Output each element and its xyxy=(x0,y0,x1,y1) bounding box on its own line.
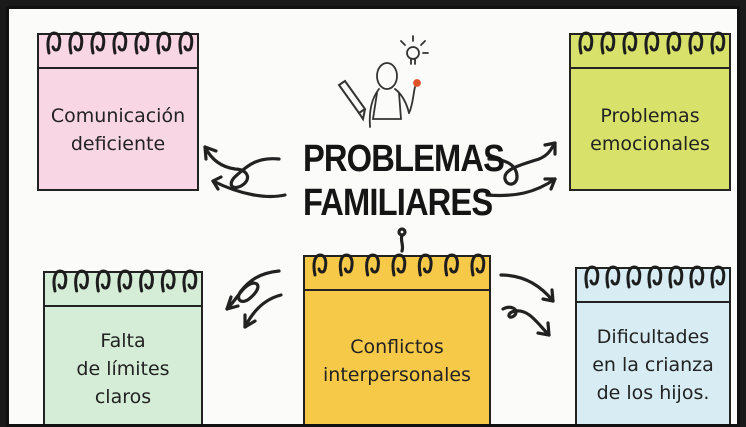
pencil-icon xyxy=(337,79,367,122)
spiral-ring xyxy=(68,31,84,55)
spiral-ring xyxy=(710,31,726,55)
mind-map-board: PROBLEMAS FAMILIARES Comunicación defici… xyxy=(6,6,740,427)
note-text: Problemas emocionales xyxy=(577,79,723,181)
spiral-ring xyxy=(365,253,380,277)
spiral-ring xyxy=(74,269,89,293)
note-emocionales: Problemas emocionales xyxy=(569,31,731,191)
note-text: Conflictos interpersonales xyxy=(311,301,483,421)
spiral-ring xyxy=(605,265,621,289)
note-header xyxy=(39,35,197,69)
spiral-ring xyxy=(90,31,106,55)
spiral-ring xyxy=(46,31,62,55)
spiral-ring xyxy=(647,265,663,289)
note-line: Falta xyxy=(100,330,146,352)
note-line: de límites xyxy=(76,358,170,380)
note-line: claros xyxy=(94,386,152,408)
note-header xyxy=(571,35,729,69)
note-text: Dificultades en la crianza de los hijos. xyxy=(583,313,723,417)
note-line: Conflictos xyxy=(350,336,444,358)
arrows-layer xyxy=(203,35,557,337)
spiral-binding-icon xyxy=(52,269,198,293)
spiral-ring xyxy=(156,31,172,55)
note-line: en la crianza xyxy=(592,354,714,376)
title-line-2: FAMILIARES xyxy=(303,182,493,224)
spiral-ring xyxy=(578,31,594,55)
note-limites: Falta de límites claros xyxy=(43,269,203,424)
spiral-ring xyxy=(178,31,194,55)
title-line-1: PROBLEMAS xyxy=(303,138,505,180)
note-conflictos: Conflictos interpersonales xyxy=(303,253,491,424)
note-line: Dificultades xyxy=(596,326,710,348)
note-line: deficiente xyxy=(70,133,166,155)
spiral-binding-icon xyxy=(578,31,726,55)
spiral-ring xyxy=(689,265,705,289)
spiral-ring xyxy=(160,269,176,293)
note-line: Comunicación xyxy=(50,105,186,127)
spiral-ring xyxy=(139,269,154,293)
note-text: Comunicación deficiente xyxy=(45,79,191,181)
spiral-ring xyxy=(391,253,407,277)
person-with-lightbulb-icon xyxy=(368,35,429,128)
spiral-ring xyxy=(52,269,68,293)
note-comunicacion: Comunicación deficiente xyxy=(37,31,199,191)
note-header xyxy=(577,269,729,303)
spiral-ring xyxy=(95,269,111,293)
spiral-binding-icon xyxy=(584,265,726,289)
spiral-ring xyxy=(417,253,433,277)
diagram-title: PROBLEMAS FAMILIARES xyxy=(303,137,505,225)
spiral-ring xyxy=(622,31,638,55)
spiral-ring xyxy=(688,31,704,55)
spiral-binding-icon xyxy=(46,31,194,55)
spiral-ring xyxy=(644,31,660,55)
spiral-ring xyxy=(182,269,198,293)
note-line: emocionales xyxy=(590,133,710,155)
note-line: de los hijos. xyxy=(596,382,710,404)
note-crianza: Dificultades en la crianza de los hijos. xyxy=(575,265,731,424)
spiral-binding-icon xyxy=(312,253,486,277)
spiral-ring xyxy=(338,253,354,277)
spiral-ring xyxy=(470,253,486,277)
spiral-ring xyxy=(626,265,642,289)
note-header xyxy=(45,273,201,307)
note-line: interpersonales xyxy=(323,364,471,386)
note-line: Problemas xyxy=(600,105,700,127)
spiral-ring xyxy=(134,31,150,55)
note-header xyxy=(305,257,489,291)
spiral-ring xyxy=(710,265,726,289)
spiral-ring xyxy=(666,31,682,55)
spiral-ring xyxy=(600,31,616,55)
spiral-ring xyxy=(117,269,133,293)
spiral-ring xyxy=(668,265,684,289)
spiral-ring xyxy=(444,253,459,277)
note-text: Falta de límites claros xyxy=(51,317,195,421)
spiral-ring xyxy=(112,31,128,55)
spiral-ring xyxy=(312,253,328,277)
spiral-ring xyxy=(584,265,600,289)
